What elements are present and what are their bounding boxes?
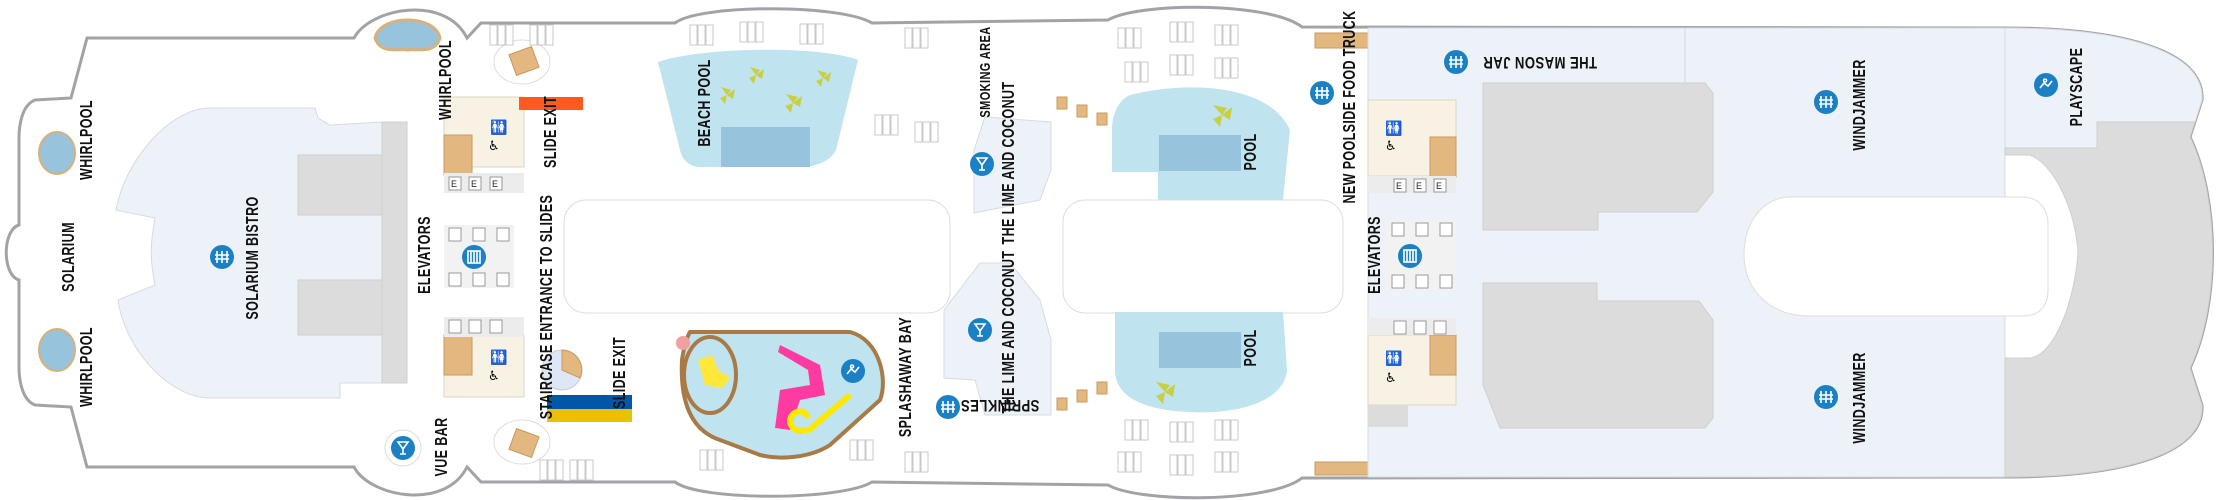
lime-coconut-bottom-area	[943, 262, 1052, 416]
splash-duck	[698, 355, 730, 388]
open-deck-center-1	[563, 199, 951, 314]
label-sprinkles[interactable]: SPRINKLES	[961, 396, 1040, 414]
accessible-icon: ♿	[488, 139, 500, 154]
label-solarium-bistro[interactable]: SOLARIUM BISTRO	[243, 196, 263, 319]
svg-text:E: E	[471, 179, 477, 189]
atrium-void	[1743, 196, 2049, 317]
label-lime-coconut-bottom[interactable]: THE LIME AND COCONUT	[999, 250, 1019, 413]
label-smoking-area[interactable]: SMOKING AREA	[977, 26, 994, 117]
dining-icon[interactable]	[1813, 384, 1839, 410]
splash-slide-yellow	[786, 392, 852, 434]
label-playscape[interactable]: PLAYSCAPE	[2067, 48, 2087, 127]
label-beach-pool[interactable]: BEACH POOL	[695, 59, 715, 146]
label-slide-exit-bottom[interactable]: SLIDE EXIT	[610, 337, 630, 409]
steps	[1056, 96, 1108, 411]
label-staircase-entrance-to-slides[interactable]: STAIRCASE ENTRANCE TO SLIDES	[537, 195, 557, 419]
elevator-cars-aft: E E E	[1391, 178, 1453, 335]
label-the-mason-jar[interactable]: THE MASON JAR	[1483, 53, 1597, 71]
kids-icon[interactable]	[840, 358, 866, 384]
stair-bottom	[443, 334, 473, 376]
beach-umbrella-icon	[676, 336, 690, 350]
bar-icon[interactable]	[967, 317, 993, 343]
service-area-aft	[2004, 121, 2213, 478]
restroom-icon: 🚻	[490, 119, 507, 136]
svg-text:E: E	[1416, 181, 1422, 191]
galley-block-bottom	[1482, 282, 1714, 429]
wood-deck	[1314, 461, 1369, 476]
dining-icon[interactable]	[1443, 49, 1469, 75]
dining-icon[interactable]	[1813, 89, 1839, 115]
umbrella	[1156, 105, 1232, 404]
label-whirlpool-bottom-left[interactable]: WHIRLPOOL	[77, 327, 97, 407]
svg-text:E: E	[492, 179, 498, 189]
label-whirlpool-center[interactable]: WHIRLPOOL	[436, 40, 456, 120]
elevator-icon	[1397, 243, 1423, 269]
lime-coconut-top-area	[973, 116, 1052, 214]
label-whirlpool-top-left[interactable]: WHIRLPOOL	[77, 100, 97, 180]
label-new-poolside-food-truck[interactable]: NEW POOLSIDE FOOD TRUCK	[1340, 10, 1360, 203]
restroom-icon: 🚻	[1385, 120, 1402, 137]
svg-text:E: E	[1396, 181, 1402, 191]
elevator-bank	[444, 317, 524, 337]
stair-top	[443, 134, 473, 176]
open-deck-center-2	[1062, 199, 1344, 314]
label-elevators-aft[interactable]: ELEVATORS	[1365, 216, 1385, 294]
blue-slide	[547, 395, 632, 409]
label-lime-coconut-top[interactable]: THE LIME AND COCONUT	[999, 81, 1019, 244]
label-elevators-fwd[interactable]: ELEVATORS	[415, 216, 435, 294]
accessible-icon: ♿	[1385, 371, 1397, 386]
accessible-icon: ♿	[1385, 139, 1397, 154]
accessible-icon: ♿	[488, 369, 500, 384]
restroom-icon: 🚻	[490, 349, 507, 366]
label-pool-bottom[interactable]: POOL	[1241, 330, 1261, 367]
label-splashaway-bay[interactable]: SPLASHAWAY BAY	[896, 317, 916, 437]
pool-top-deep	[1159, 135, 1241, 171]
label-slide-exit-top[interactable]: SLIDE EXIT	[541, 96, 561, 168]
beach-pool-deep	[721, 127, 810, 167]
dining-icon[interactable]	[1309, 80, 1335, 106]
pool-bottom-deep	[1159, 332, 1241, 368]
label-vue-bar[interactable]: VUE BAR	[432, 418, 452, 477]
kids-icon[interactable]	[2033, 72, 2059, 98]
dining-icon[interactable]	[935, 394, 961, 420]
bar-icon[interactable]	[969, 151, 995, 177]
elevator-icon	[461, 244, 487, 270]
yellow-slide	[547, 409, 632, 422]
splash-slide-pink	[775, 345, 825, 430]
bar-icon[interactable]	[390, 435, 416, 461]
label-pool-top[interactable]: POOL	[1241, 134, 1261, 171]
whirlpool-left-top	[38, 131, 76, 175]
galley-block-top	[1482, 82, 1714, 231]
elevator-bank	[444, 173, 524, 193]
whirlpool-left-bottom	[38, 328, 76, 372]
elevator-cars-fwd: E E E	[448, 176, 510, 334]
svg-text:E: E	[451, 179, 457, 189]
restroom-icon: 🚻	[1385, 350, 1402, 367]
service-block	[381, 121, 408, 384]
dining-icon[interactable]	[209, 244, 235, 270]
label-windjammer-top[interactable]: WINDJAMMER	[1850, 59, 1870, 150]
orange-slide	[519, 97, 583, 110]
label-solarium[interactable]: SOLARIUM	[59, 222, 79, 292]
whirlpool-center	[373, 18, 442, 52]
umbrella	[720, 67, 831, 113]
svg-text:E: E	[1436, 181, 1442, 191]
label-windjammer-bottom[interactable]: WINDJAMMER	[1850, 352, 1870, 443]
